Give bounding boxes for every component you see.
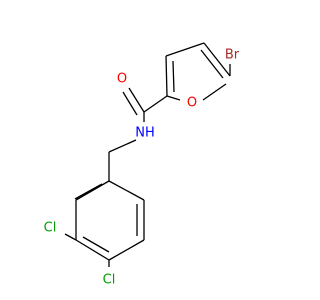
bond-ring-c3-c4 bbox=[75, 236, 110, 261]
bond-ring-c4-c5 bbox=[108, 239, 145, 261]
molecule-structure: Br O O NH Cl Cl bbox=[44, 42, 240, 288]
bond-ring-c6-c1 bbox=[108, 180, 145, 201]
bond-c5-c4 bbox=[200, 42, 231, 79]
bond-c2-carbonyl bbox=[143, 95, 168, 113]
chlorine-label-meta: Cl bbox=[44, 221, 57, 236]
bond-o1-c5 bbox=[202, 83, 227, 101]
bond-c2-o1 bbox=[166, 95, 181, 101]
amide-nitrogen-label: NH bbox=[135, 126, 155, 141]
carbonyl-oxygen-label: O bbox=[117, 72, 127, 87]
bond-ring-c5-c6 bbox=[136, 200, 145, 240]
bond-c3-c2 bbox=[165, 55, 175, 97]
chlorine-label-para: Cl bbox=[103, 273, 116, 288]
bond-carbonyl-o bbox=[122, 87, 145, 116]
bond-c3-cl bbox=[64, 233, 77, 241]
bond-n-ch2 bbox=[108, 139, 137, 153]
furan-oxygen-label: O bbox=[187, 96, 197, 111]
bromine-label: Br bbox=[225, 48, 240, 63]
bond-ring-c1-c2 bbox=[74, 180, 110, 201]
bond-c4-c3 bbox=[165, 42, 205, 57]
